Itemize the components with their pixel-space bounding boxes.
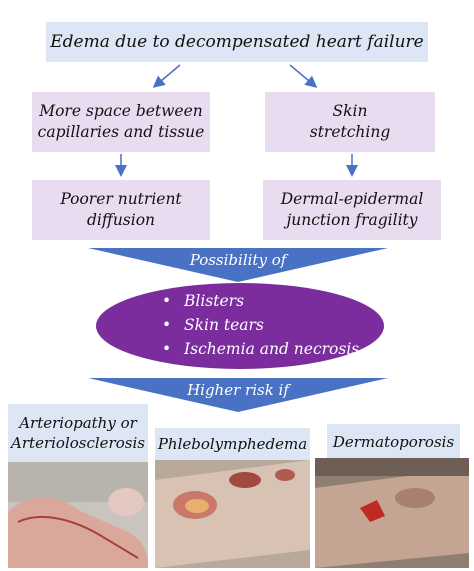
arrow-title-to-left [152,64,181,88]
left-step2-line2: diffusion [86,211,156,229]
condition-label-line: Arteriolosclerosis [11,434,145,452]
condition-label-arteriopathy: Arteriopathy or Arteriolosclerosis [8,404,148,462]
banner-higher-risk-text: Higher risk if [187,381,289,399]
right-step1-line1: Skin [332,102,368,121]
right-step1-box: Skin stretching [265,92,435,152]
left-step2-box: Poorer nutrient diffusion [32,180,210,240]
outcome-item: Blisters [162,289,359,313]
photo-arteriopathy-leg [8,462,148,568]
outcome-item: Ischemia and necrosis [162,337,359,361]
left-step2-line1: Poorer nutrient [60,190,182,209]
right-step2-line2: junction fragility [286,211,418,229]
title-text: Edema due to decompensated heart failure [50,31,424,52]
condition-label-line: Dermatoporosis [332,432,455,451]
photo-dermatoporosis-leg [315,458,469,568]
photo-phlebolymphedema-leg [155,460,310,568]
left-step1-box: More space between capillaries and tissu… [32,92,210,152]
outcomes-list: Blisters Skin tears Ischemia and necrosi… [162,289,359,361]
condition-label-dermatoporosis: Dermatoporosis [327,424,460,460]
condition-label-line: Phlebolymphedema [157,434,308,453]
right-step1-line2: stretching [309,123,391,141]
condition-label-phlebolymphedema: Phlebolymphedema [155,428,310,460]
left-step1-line1: More space between [39,102,203,121]
right-step2-box: Dermal-epidermal junction fragility [263,180,441,240]
title-box: Edema due to decompensated heart failure [46,22,428,62]
condition-label-line: Arteriopathy or [19,413,137,432]
right-step2-line1: Dermal-epidermal [280,190,424,209]
banner-possibility-text: Possibility of [189,251,287,269]
left-step1-line2: capillaries and tissue [37,123,205,141]
outcome-item: Skin tears [162,313,359,337]
arrow-title-to-right [289,64,318,88]
